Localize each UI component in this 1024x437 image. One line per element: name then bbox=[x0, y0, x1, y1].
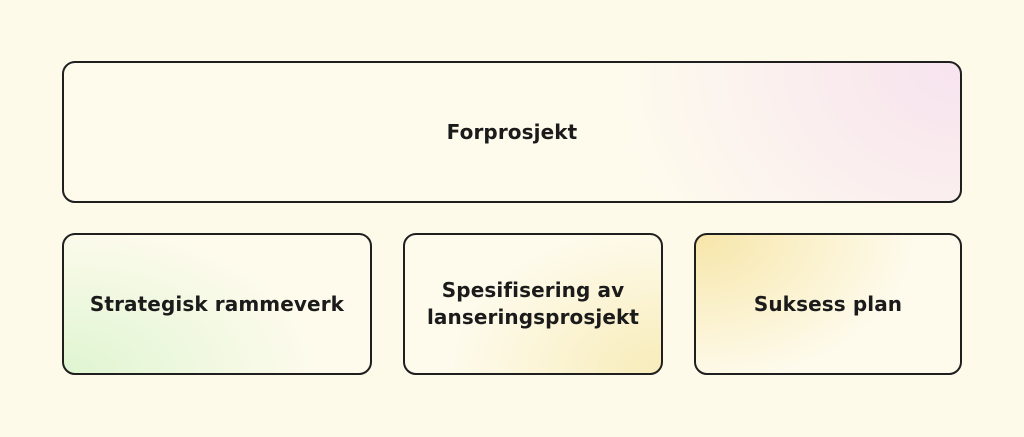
forprosjekt-box-label: Forprosjekt bbox=[446, 119, 578, 144]
suksess-plan-box-label: Suksess plan bbox=[753, 291, 903, 316]
spesifisering-box: Spesifisering av lanseringsprosjekt bbox=[403, 233, 663, 375]
spesifisering-box-label: Spesifisering av lanseringsprosjekt bbox=[426, 278, 640, 329]
forprosjekt-box: Forprosjekt bbox=[62, 61, 962, 203]
strategisk-rammeverk-box-label: Strategisk rammeverk bbox=[89, 291, 345, 316]
suksess-plan-box: Suksess plan bbox=[694, 233, 962, 375]
strategisk-rammeverk-box: Strategisk rammeverk bbox=[62, 233, 372, 375]
